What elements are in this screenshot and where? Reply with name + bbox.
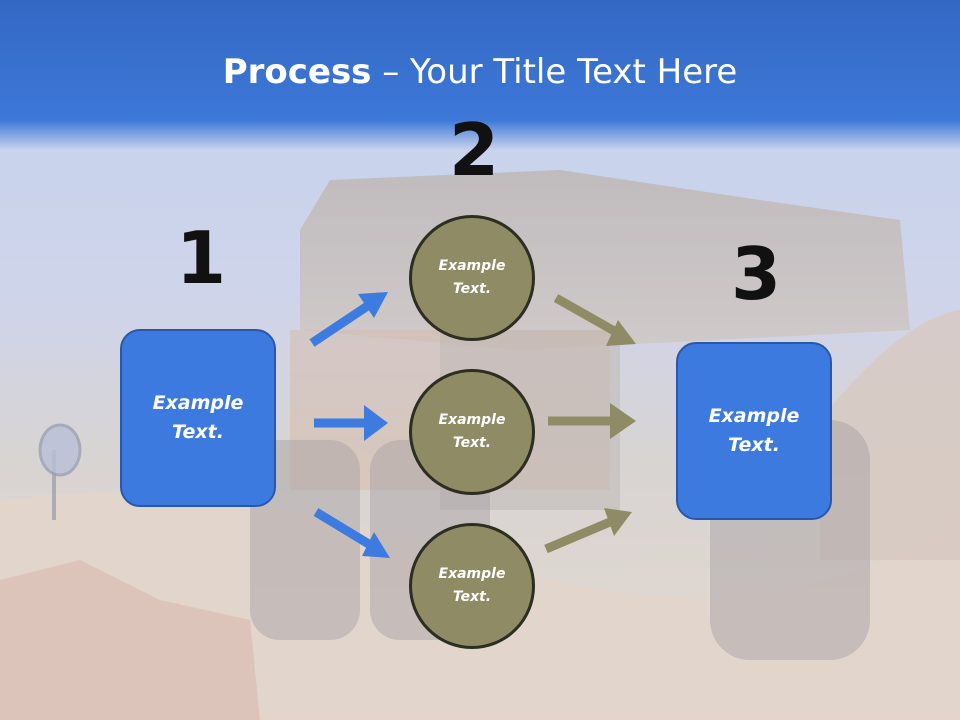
arrow-blue-down	[313, 508, 390, 558]
circle-top-line1: Example	[438, 258, 506, 274]
arrow-olive-down	[553, 294, 636, 346]
step-3-box: Example Text.	[676, 342, 832, 520]
arrow-olive-up	[544, 508, 632, 554]
step-3-text-line2: Text.	[728, 434, 780, 456]
circle-middle-line2: Text.	[452, 435, 492, 451]
step-1-text-line1: Example	[152, 392, 244, 414]
step-2-circle-bottom: Example Text.	[409, 523, 535, 649]
step-3-text-line1: Example	[708, 405, 800, 427]
step-number-1: 1	[176, 216, 227, 300]
step-2-circle-top: Example Text.	[409, 215, 535, 341]
arrow-blue-up	[309, 292, 388, 347]
step-number-2: 2	[449, 108, 500, 192]
step-2-circle-middle: Example Text.	[409, 369, 535, 495]
title-rest: – Your Title Text Here	[371, 52, 738, 92]
circle-bottom-line1: Example	[438, 566, 506, 582]
circle-middle-line1: Example	[438, 412, 506, 428]
step-number-3: 3	[731, 232, 782, 316]
circle-bottom-line2: Text.	[452, 589, 492, 605]
arrow-blue-right	[314, 405, 388, 441]
arrow-olive-right	[548, 403, 636, 439]
step-1-text-line2: Text.	[172, 421, 224, 443]
circle-top-line2: Text.	[452, 281, 492, 297]
step-1-box: Example Text.	[120, 329, 276, 507]
title-bold: Process	[222, 52, 372, 92]
slide-title: Process – Your Title Text Here	[0, 52, 960, 92]
